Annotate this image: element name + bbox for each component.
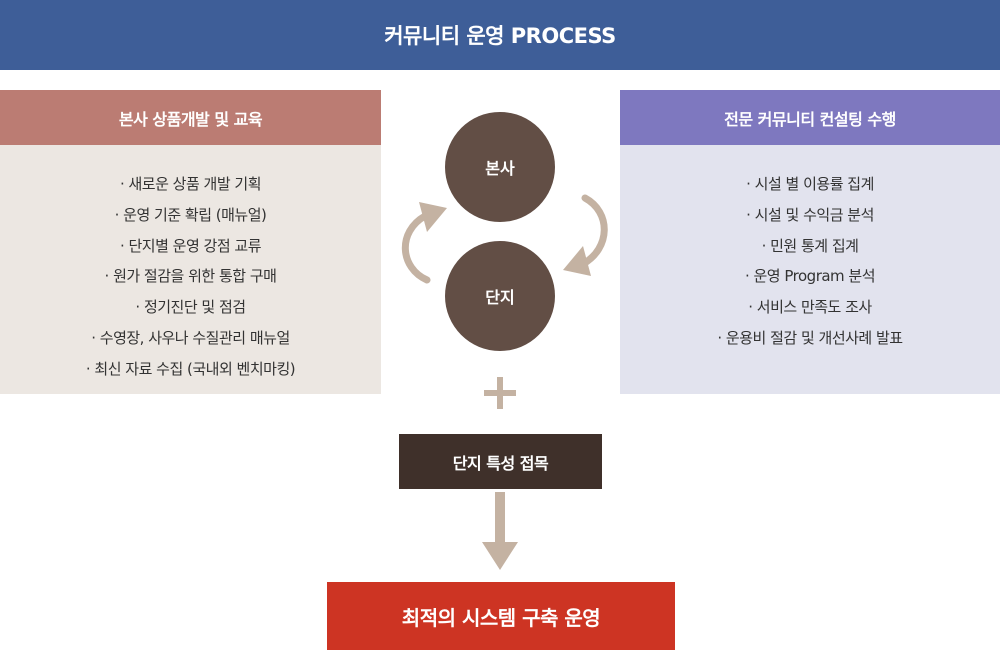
list-item: · 운영 Program 분석	[744, 267, 876, 286]
plus-icon	[484, 377, 516, 409]
right-panel-title: 전문 커뮤니티 컨설팅 수행	[620, 90, 1000, 145]
left-panel-list: · 새로운 상품 개발 기획 · 운영 기준 확립 (매뉴얼) · 단지별 운영…	[0, 145, 381, 394]
feature-box: 단지 특성 접목	[399, 434, 602, 489]
list-item: · 운용비 절감 및 개선사례 발표	[717, 328, 903, 347]
left-panel-title: 본사 상품개발 및 교육	[0, 90, 381, 145]
page-title: 커뮤니티 운영 PROCESS	[0, 0, 1000, 70]
complex-circle: 단지	[445, 241, 555, 351]
curved-arrow-up-icon	[401, 202, 447, 284]
list-item: · 정기진단 및 점검	[135, 298, 246, 317]
list-item: · 민원 통계 집계	[761, 236, 859, 255]
list-item: · 서비스 만족도 조사	[748, 298, 872, 317]
list-item: · 최신 자료 수집 (국내외 벤치마킹)	[85, 359, 296, 378]
list-item: · 새로운 상품 개발 기획	[119, 175, 262, 193]
right-panel-list: · 시설 별 이용률 집계 · 시설 및 수익금 분석 · 민원 통계 집계 ·…	[620, 145, 1000, 394]
list-item: · 시설 별 이용률 집계	[746, 175, 874, 193]
list-item: · 시설 및 수익금 분석	[746, 205, 874, 224]
list-item: · 운영 기준 확립 (매뉴얼)	[114, 205, 267, 224]
list-item: · 수영장, 사우나 수질관리 매뉴얼	[91, 328, 290, 347]
headquarters-circle: 본사	[445, 112, 555, 222]
curved-arrow-down-icon	[563, 194, 608, 276]
list-item: · 원가 절감을 위한 통합 구매	[104, 267, 277, 286]
result-box: 최적의 시스템 구축 운영	[327, 582, 675, 650]
arrow-down-icon	[482, 492, 518, 570]
list-item: · 단지별 운영 강점 교류	[119, 236, 262, 255]
